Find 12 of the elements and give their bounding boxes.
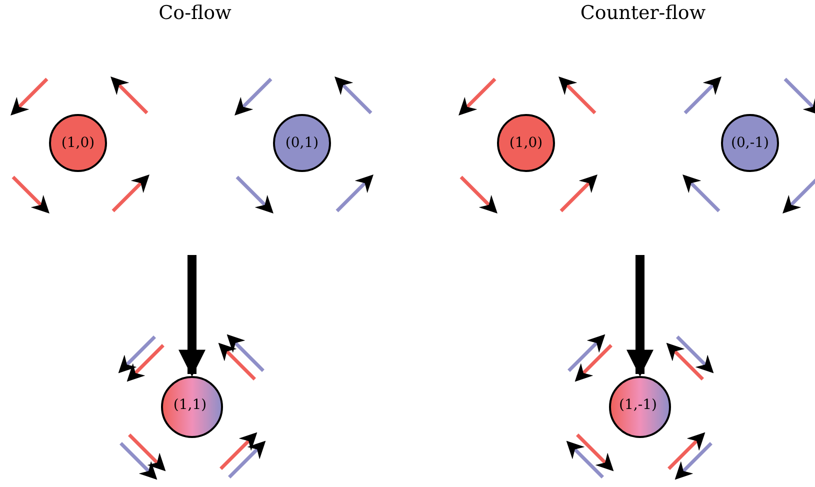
state-label: (1,-1) [619, 397, 657, 413]
column-heading: Co-flow [158, 2, 232, 24]
state-label: (1,0) [61, 135, 95, 151]
state-label: (0,1) [285, 135, 319, 151]
arrow [178, 255, 206, 377]
state-circle [609, 376, 671, 438]
arrow [626, 255, 654, 377]
column-heading: Counter-flow [580, 2, 706, 24]
state-label: (1,1) [173, 397, 207, 413]
state-label: (0,-1) [731, 135, 769, 151]
state-circle [161, 376, 223, 438]
state-label: (1,0) [509, 135, 543, 151]
